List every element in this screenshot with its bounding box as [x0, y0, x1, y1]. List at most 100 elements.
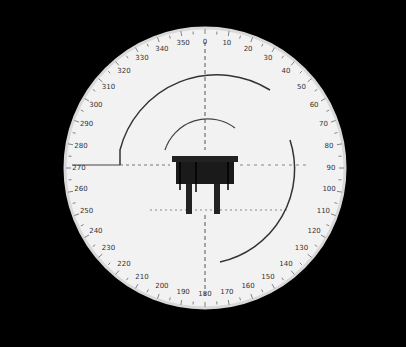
- scale-tick: [331, 214, 336, 216]
- scale-tick: [169, 36, 171, 39]
- scale-tick: [126, 56, 128, 58]
- scale-tick: [116, 62, 119, 66]
- scale-tick: [93, 89, 95, 91]
- scale-tick: [326, 225, 329, 226]
- scale-tick: [169, 297, 171, 300]
- scale-tick: [147, 289, 148, 292]
- scale-tick: [321, 235, 325, 238]
- scale-number: 270: [72, 165, 85, 172]
- scale-number: 330: [135, 55, 148, 62]
- scale-number: 310: [102, 84, 115, 91]
- scale-tick: [308, 79, 312, 82]
- scale-tick: [331, 120, 336, 122]
- scale-tick: [291, 62, 294, 66]
- scale-tick: [228, 31, 230, 36]
- scale-tick: [69, 179, 72, 180]
- scale-tick: [180, 300, 182, 305]
- scale-number: 250: [80, 208, 93, 215]
- scale-tick: [308, 254, 312, 257]
- scale-number: 340: [155, 46, 168, 53]
- scale-tick: [228, 300, 230, 305]
- scale-tick: [205, 29, 206, 34]
- scale-tick: [334, 132, 337, 134]
- scale-number: 200: [155, 283, 168, 290]
- scale-number: 100: [322, 186, 335, 193]
- scale-number: 300: [89, 102, 102, 109]
- scale-tick: [272, 48, 275, 52]
- scale-number: 260: [74, 186, 87, 193]
- scale-tick: [116, 271, 119, 275]
- scale-number: 10: [222, 40, 231, 47]
- scale-tick: [108, 263, 110, 265]
- scale-number: 160: [241, 283, 254, 290]
- scale-number: 240: [89, 228, 102, 235]
- scale-tick: [338, 179, 341, 180]
- scale-tick: [85, 99, 89, 102]
- scale-tick: [326, 110, 329, 111]
- scale-tick: [74, 214, 79, 216]
- scale-tick: [339, 168, 344, 169]
- scale-tick: [66, 168, 71, 169]
- scale-tick: [99, 254, 103, 257]
- scale-tick: [205, 302, 206, 307]
- scale-number: 140: [279, 261, 292, 268]
- scale-tick: [216, 32, 217, 35]
- scale-tick: [262, 289, 263, 292]
- scale-tick: [68, 191, 73, 193]
- scale-number: 220: [117, 261, 130, 268]
- scale-tick: [251, 294, 253, 299]
- scale-number: 80: [325, 143, 334, 150]
- scale-tick: [338, 156, 341, 157]
- scale-tick: [262, 44, 263, 47]
- scale-number: 290: [80, 121, 93, 128]
- scale-tick: [193, 32, 194, 35]
- scale-tick: [136, 48, 139, 52]
- scale-tick: [282, 278, 284, 280]
- scale-number: 350: [176, 40, 189, 47]
- scale-tick: [239, 36, 241, 39]
- scale-number: 210: [135, 274, 148, 281]
- scale-tick: [74, 120, 79, 122]
- scale-tick: [239, 297, 241, 300]
- scale-tick: [73, 202, 76, 204]
- scale-tick: [300, 71, 302, 73]
- scale-tick: [81, 225, 84, 226]
- scale-number: 280: [74, 143, 87, 150]
- scale-number: 30: [264, 55, 273, 62]
- scale-tick: [337, 143, 342, 145]
- scale-tick: [136, 284, 139, 288]
- scale-number: 130: [295, 245, 308, 252]
- scale-tick: [147, 44, 148, 47]
- scale-number: 320: [117, 68, 130, 75]
- scale-number: 150: [261, 274, 274, 281]
- scale-tick: [108, 71, 110, 73]
- scale-tick: [99, 79, 103, 82]
- scale-tick: [272, 284, 275, 288]
- scale-number: 40: [282, 68, 291, 75]
- scale-tick: [321, 99, 325, 102]
- scale-tick: [126, 278, 128, 280]
- scale-number: 50: [297, 84, 306, 91]
- scale-number: 190: [176, 289, 189, 296]
- scale-tick: [315, 245, 317, 247]
- scale-tick: [81, 110, 84, 111]
- scale-number: 230: [102, 245, 115, 252]
- scale-number: 120: [307, 228, 320, 235]
- scale-tick: [85, 235, 89, 238]
- scale-tick: [251, 37, 253, 42]
- scale-tick: [157, 294, 159, 299]
- scale-tick: [282, 56, 284, 58]
- scale-tick: [300, 263, 302, 265]
- scale-tick: [157, 37, 159, 42]
- scale-number: 60: [310, 102, 319, 109]
- scale-tick: [68, 143, 73, 145]
- scale-tick: [73, 132, 76, 134]
- scale-tick: [93, 245, 95, 247]
- scale-number: 90: [327, 165, 336, 172]
- scale-number: 70: [319, 121, 328, 128]
- scale-number: 20: [244, 46, 253, 53]
- scale-tick: [69, 156, 72, 157]
- scale-tick: [337, 191, 342, 193]
- scale-tick: [216, 301, 217, 304]
